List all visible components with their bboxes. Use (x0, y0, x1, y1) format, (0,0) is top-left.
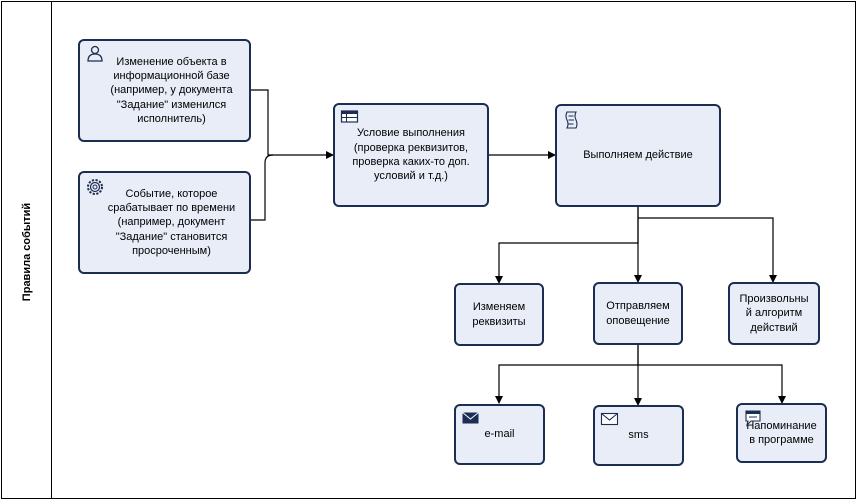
task-condition: Условие выполнения (проверка реквизитов,… (333, 103, 489, 207)
task-object-change-label: Изменение объекта в информационной базе … (110, 55, 233, 125)
flow-action-to-custom-algorithm (638, 217, 777, 283)
task-custom-algorithm-label: Произвольны й алгоритм действий (739, 293, 809, 334)
envelope-filled-icon (461, 410, 481, 428)
task-sms-label: sms (628, 429, 649, 442)
envelope-outline-icon (600, 411, 620, 429)
task-email: e-mail (454, 404, 545, 465)
flow-notification-to-reminder (638, 364, 786, 404)
task-send-notification-label: Отправляем оповещение (606, 300, 670, 327)
flow-object-change-to-condition (251, 89, 334, 159)
flow-timer-event-to-condition (251, 154, 274, 221)
table-icon (340, 109, 360, 127)
script-icon (562, 110, 582, 129)
task-sms: sms (593, 405, 684, 466)
task-timer-event-label: Событие, которое срабатывает по времени … (107, 187, 236, 257)
flow-action-to-change-attrs (495, 207, 639, 284)
task-change-attrs: Изменяем реквизиты (454, 283, 544, 346)
task-action-label: Выполняем действие (583, 149, 693, 162)
task-email-label: e-mail (484, 428, 515, 441)
task-object-change: Изменение объекта в информационной базе … (78, 39, 251, 142)
gear-icon (85, 177, 105, 195)
message-icon (743, 409, 763, 427)
task-reminder-label: Напоминание в программе (746, 419, 817, 446)
task-condition-label: Условие выполнения (проверка реквизитов,… (352, 127, 470, 183)
flow-notification-to-email (495, 345, 639, 404)
user-icon (85, 45, 105, 63)
task-change-attrs-label: Изменяем реквизиты (472, 301, 526, 328)
task-timer-event: Событие, которое срабатывает по времени … (78, 171, 251, 274)
task-reminder: Напоминание в программе (736, 403, 827, 463)
task-custom-algorithm: Произвольны й алгоритм действий (728, 282, 820, 345)
task-send-notification: Отправляем оповещение (593, 282, 683, 345)
task-action: Выполняем действие (555, 104, 721, 207)
lane-header: Правила событий (1, 1, 52, 499)
